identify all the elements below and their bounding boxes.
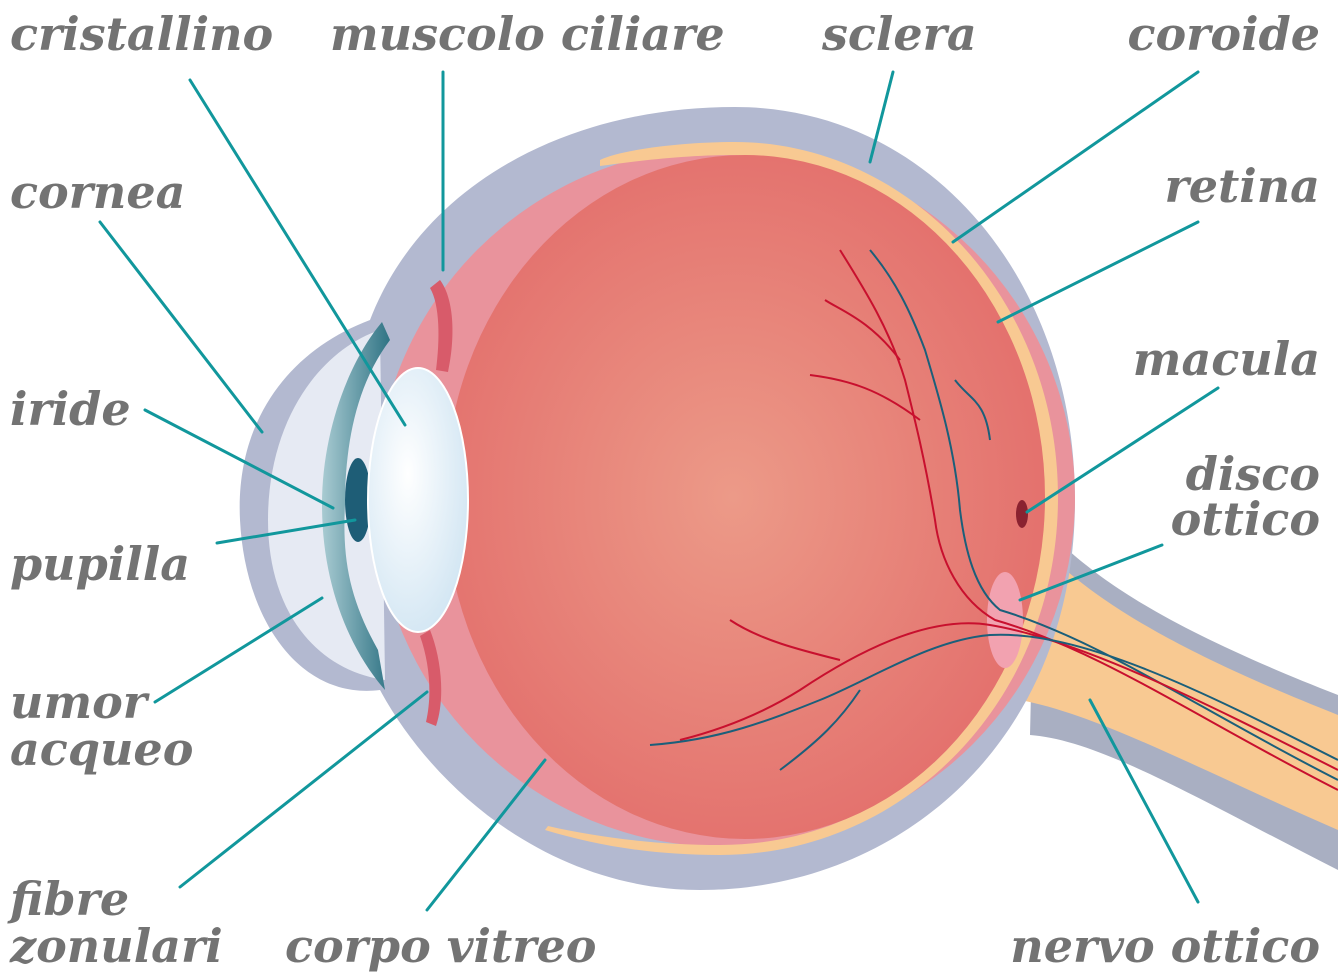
- lens-shape: [368, 368, 468, 632]
- macula-shape: [1016, 500, 1028, 528]
- label-umor-acqueo-line2: acqueo: [10, 722, 193, 776]
- label-disco-ottico-line2: ottico: [1171, 492, 1320, 546]
- label-corpo-vitreo: corpo vitreo: [285, 919, 596, 973]
- label-muscolo-ciliare: muscolo ciliare: [330, 7, 725, 61]
- label-fibre-zonulari-line2: zonulari: [9, 919, 223, 973]
- label-cornea: cornea: [10, 165, 185, 219]
- label-sclera: sclera: [821, 7, 977, 61]
- label-macula: macula: [1133, 332, 1320, 386]
- leader-coroide: [953, 72, 1198, 242]
- vitreous-body-shape: [445, 155, 1045, 839]
- label-nervo-ottico: nervo ottico: [1010, 919, 1320, 973]
- label-iride: iride: [10, 382, 131, 436]
- label-retina: retina: [1165, 159, 1320, 213]
- label-pupilla: pupilla: [10, 537, 190, 591]
- label-coroide: coroide: [1127, 7, 1320, 61]
- optic-disc-shape: [987, 572, 1023, 668]
- label-umor-acqueo-line1: umor: [10, 675, 151, 729]
- label-fibre-zonulari-line1: fibre: [7, 872, 129, 926]
- leader-retina: [998, 222, 1198, 322]
- leader-fibre-zonulari: [180, 692, 427, 887]
- label-cristallino: cristallino: [10, 7, 273, 61]
